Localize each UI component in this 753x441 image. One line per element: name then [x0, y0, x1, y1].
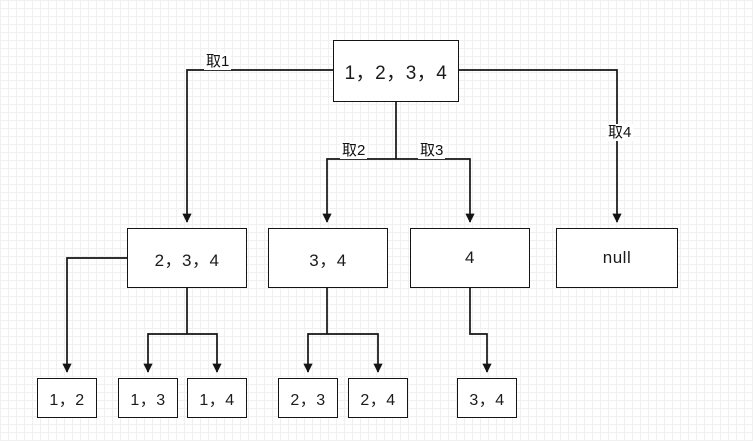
node-null-label: null — [602, 248, 632, 267]
node-root[interactable]: 1，2，3，4 — [333, 40, 459, 102]
edge-root-to-4 — [396, 158, 475, 223]
edge-4-to-34leaf — [469, 288, 492, 373]
leaf-3-4-label: 3，4 — [469, 392, 505, 409]
node-null[interactable]: null — [556, 228, 678, 288]
leaf-2-4-label: 2，4 — [360, 392, 396, 409]
node-root-label: 1，2，3，4 — [344, 62, 448, 84]
leaf-2-3[interactable]: 2，3 — [278, 378, 338, 418]
edge-label-take3: 取3 — [418, 142, 446, 159]
edge-root-to-null — [459, 69, 622, 223]
leaf-3-4[interactable]: 3，4 — [457, 378, 517, 418]
leaf-1-3[interactable]: 1，3 — [118, 378, 178, 418]
edge-root-to-234 — [182, 69, 333, 223]
leaf-1-4[interactable]: 1，4 — [187, 378, 247, 418]
leaf-2-4[interactable]: 2，4 — [348, 378, 408, 418]
edge-34-to-23 — [303, 333, 327, 373]
edge-34-to-24 — [327, 333, 383, 373]
node-34-label: 3，4 — [309, 250, 347, 270]
edge-234-to-14 — [187, 333, 222, 373]
edge-label-take4-text: 取4 — [608, 124, 632, 141]
edge-label-take1: 取1 — [204, 53, 232, 70]
edge-label-take3-text: 取3 — [420, 142, 444, 159]
node-234[interactable]: 2，3，4 — [127, 228, 247, 288]
node-234-label: 2，3，4 — [154, 250, 220, 270]
leaf-2-3-label: 2，3 — [290, 392, 326, 409]
node-4[interactable]: 4 — [410, 228, 530, 288]
edge-label-take2: 取2 — [340, 142, 368, 159]
leaf-1-2[interactable]: 1，2 — [37, 378, 97, 418]
edge-label-take4: 取4 — [606, 124, 634, 141]
edge-label-take1-text: 取1 — [206, 53, 230, 70]
leaf-1-2-label: 1，2 — [49, 392, 85, 409]
edge-234-to-12 — [62, 257, 127, 373]
edge-label-take2-text: 取2 — [342, 142, 366, 159]
node-34[interactable]: 3，4 — [268, 228, 388, 288]
edge-root-to-34 — [322, 158, 396, 223]
node-4-label: 4 — [465, 248, 475, 267]
edge-234-to-13 — [143, 333, 187, 373]
leaf-1-4-label: 1，4 — [199, 392, 235, 409]
leaf-1-3-label: 1，3 — [130, 392, 166, 409]
